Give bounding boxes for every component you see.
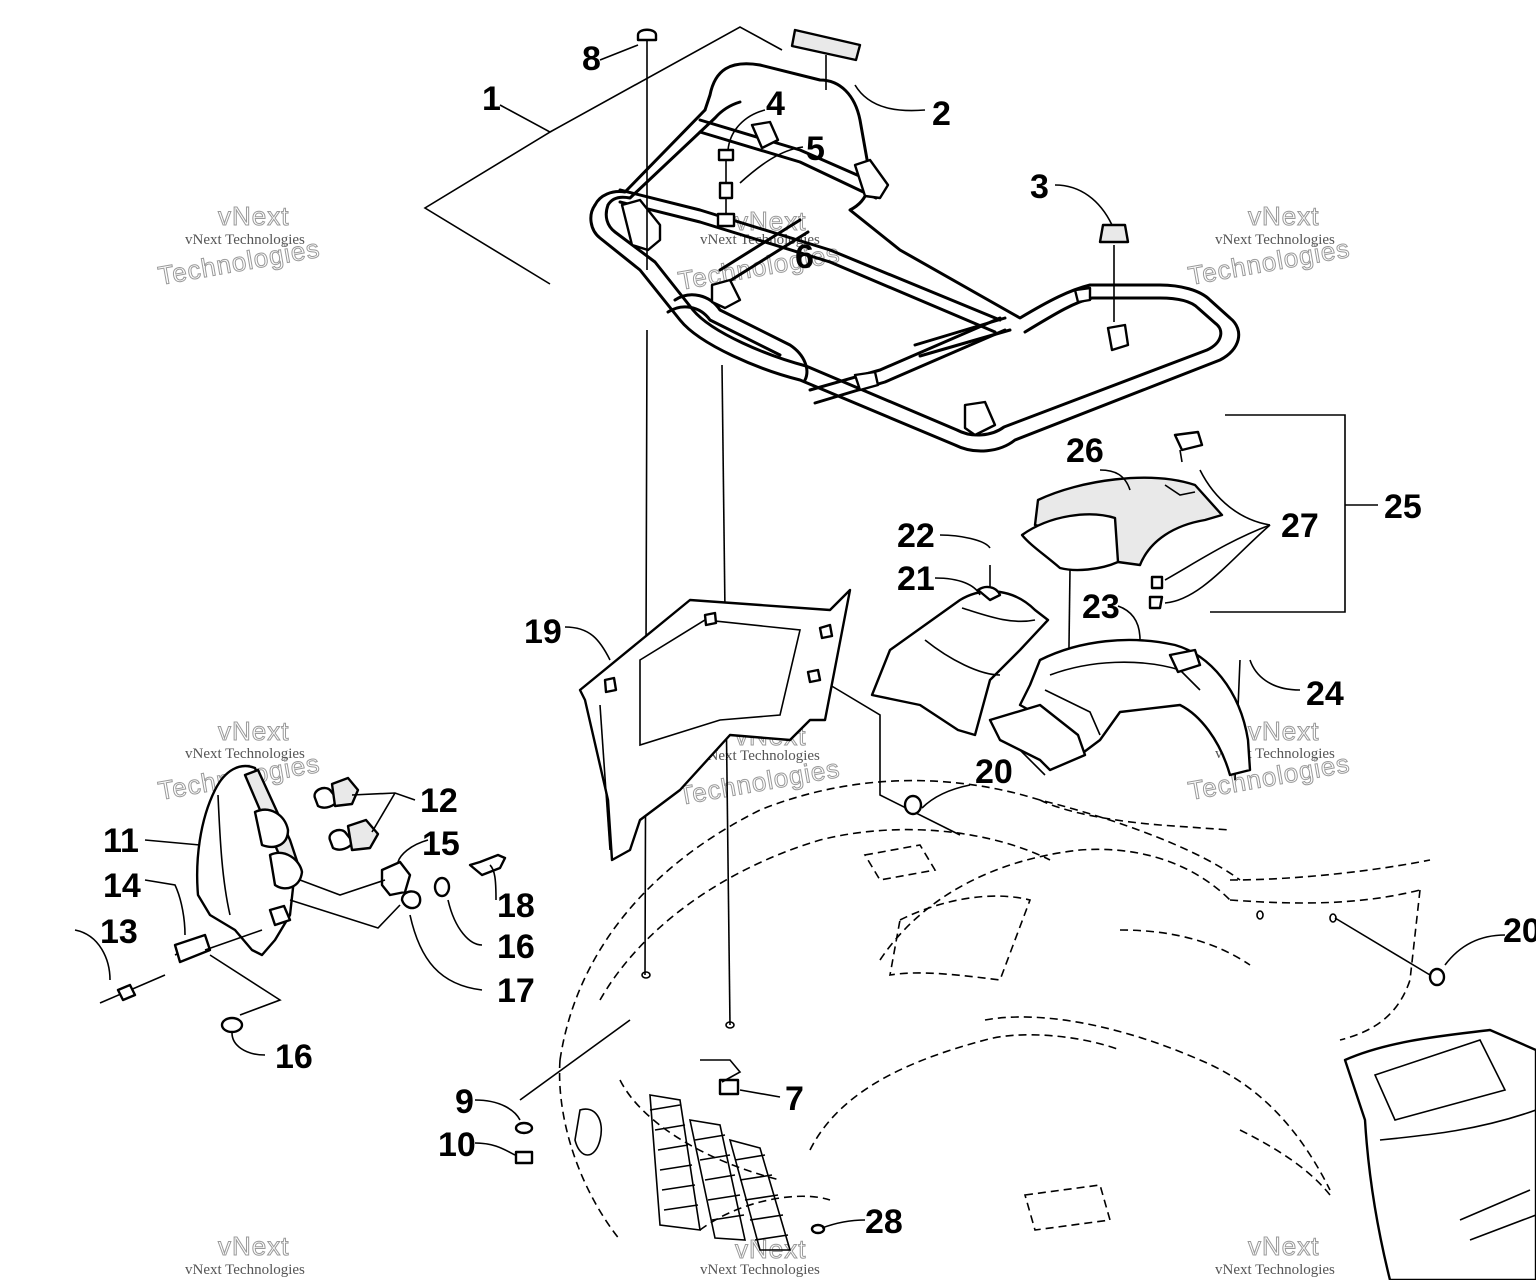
watermark-brand: vNext [1248,201,1319,231]
watermark: vNext vNext Technologies [700,1234,820,1279]
watermark-brand: vNext [218,201,289,231]
callout-13: 13 [100,913,138,951]
watermark: vNext vNext Technologies [185,1231,305,1279]
watermark-brand: vNext [1248,1231,1319,1261]
decal [790,28,862,62]
callout-20-left: 20 [975,753,1013,791]
side-panel [578,588,852,862]
front-rack [589,28,1241,453]
watermark-brand: vNext [218,716,289,746]
cover-21 [870,585,1050,737]
callout-9: 9 [455,1083,474,1121]
callout-22: 22 [897,517,935,555]
watermark-brand: vNext [735,1234,806,1264]
watermark-brand: vNext [1248,716,1319,746]
callout-15: 15 [422,825,460,863]
callout-24: 24 [1306,675,1344,713]
watermark: vNext vNext Technologies Technologies [155,201,323,292]
watermark-line: vNext Technologies [185,232,305,248]
callout-labels: 1 2 3 4 5 6 7 8 9 10 11 12 13 14 15 16 1… [100,40,1536,1241]
watermark: vNext vNext Technologies [1215,1231,1335,1279]
right-fender [903,794,1536,1280]
callout-20-right: 20 [1503,912,1536,950]
callout-17: 17 [497,972,535,1010]
callout-18: 18 [497,887,535,925]
callout-12: 12 [420,782,458,820]
watermark-line: vNext Technologies [1215,1262,1335,1278]
watermark: vNext vNext Technologies Technologies [675,206,843,297]
callout-8: 8 [582,40,601,78]
callout-3: 3 [1030,168,1049,206]
front-grille [574,1094,792,1251]
callout-1: 1 [482,80,501,118]
callout-25: 25 [1384,488,1422,526]
headlight-assembly [99,764,507,1034]
front-body-outline [558,779,1431,1241]
callout-10: 10 [438,1126,476,1164]
callout-2: 2 [932,95,951,133]
callout-27: 27 [1281,507,1319,545]
watermark-line: vNext Technologies [185,746,305,762]
watermark-brand: vNext [218,1231,289,1261]
watermark-line: vNext Technologies [185,1262,305,1278]
callout-11: 11 [103,822,139,860]
watermark-line: vNext Technologies [700,748,820,764]
callout-5: 5 [806,130,825,168]
watermark-line: vNext Technologies [700,1262,820,1278]
callout-23: 23 [1082,588,1120,626]
watermark-line: vNext Technologies [1215,232,1335,248]
watermark: vNext vNext Technologies Technologies [1185,201,1353,292]
callout-16-lower: 16 [275,1038,313,1076]
callout-4: 4 [766,85,785,123]
leader-lines [74,26,1506,1229]
callout-26: 26 [1066,432,1104,470]
storage-box [988,638,1252,777]
callout-7: 7 [785,1080,804,1118]
callout-19: 19 [524,613,562,651]
callout-16-upper: 16 [497,928,535,966]
storage-lid [1020,430,1224,610]
callout-6: 6 [795,238,814,276]
callout-28: 28 [865,1203,903,1241]
callout-14: 14 [103,867,141,905]
callout-21: 21 [897,560,935,598]
